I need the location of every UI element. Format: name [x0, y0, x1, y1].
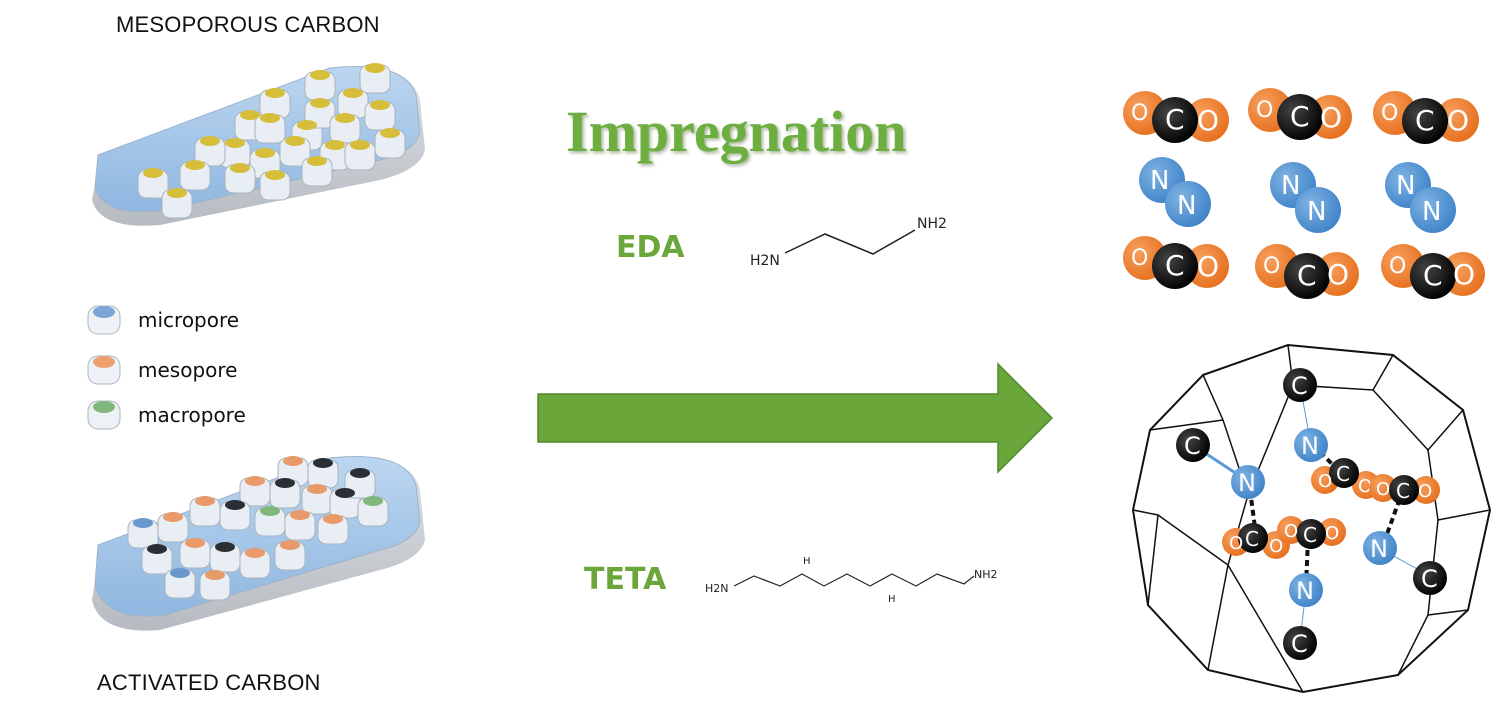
svg-text:O: O: [1197, 250, 1219, 283]
teta-nh-1: H: [803, 556, 811, 567]
svg-text:O: O: [1284, 521, 1298, 542]
svg-text:O: O: [1197, 104, 1219, 137]
macropore-icon: [87, 400, 121, 430]
svg-text:O: O: [1447, 104, 1469, 137]
svg-text:C: C: [1165, 249, 1185, 282]
eda-amine-left: H2N: [750, 253, 780, 269]
eda-structure: H2N NH2: [750, 216, 947, 269]
svg-text:N: N: [1307, 197, 1326, 227]
svg-text:C: C: [1297, 259, 1317, 292]
svg-text:C: C: [1396, 479, 1410, 503]
legend-item-mesopore: mesopore: [84, 352, 237, 388]
svg-text:C: C: [1415, 104, 1435, 137]
svg-text:O: O: [1131, 101, 1148, 126]
svg-text:O: O: [1256, 98, 1273, 123]
n2-molecule: NN: [1270, 162, 1341, 233]
mesopore-icon: [87, 355, 121, 385]
svg-text:O: O: [1418, 481, 1432, 502]
impregnation-title: Impregnation: [566, 99, 907, 164]
svg-text:O: O: [1320, 101, 1342, 134]
n2-molecule: NN: [1139, 157, 1211, 227]
svg-text:C: C: [1291, 630, 1308, 658]
svg-text:O: O: [1381, 101, 1398, 126]
surface-carbon-atoms: C C C C: [1176, 368, 1447, 660]
mesoporous-carbon-label: MESOPOROUS CARBON: [116, 12, 380, 37]
teta-structure: H2N H H NH2: [705, 556, 998, 605]
svg-text:O: O: [1131, 246, 1148, 271]
legend-label: micropore: [138, 308, 240, 332]
legend-label: mesopore: [138, 358, 238, 382]
svg-text:N: N: [1296, 577, 1314, 605]
n2-molecule: NN: [1385, 162, 1456, 233]
legend-item-macropore: macropore: [84, 397, 246, 433]
eda-label: EDA: [616, 230, 685, 265]
svg-text:C: C: [1290, 100, 1310, 133]
svg-text:C: C: [1336, 462, 1350, 486]
svg-text:C: C: [1303, 523, 1317, 547]
svg-text:O: O: [1318, 471, 1332, 492]
svg-text:N: N: [1370, 535, 1388, 563]
svg-text:O: O: [1453, 258, 1475, 291]
svg-text:C: C: [1423, 259, 1443, 292]
svg-text:N: N: [1177, 191, 1196, 221]
svg-text:C: C: [1165, 103, 1185, 136]
teta-amine-left: H2N: [705, 582, 729, 595]
svg-text:N: N: [1422, 197, 1441, 227]
svg-text:O: O: [1389, 254, 1406, 279]
mesoporous-carbon-slab: [92, 63, 425, 226]
activated-carbon-slab: [92, 456, 425, 631]
eda-amine-right: NH2: [917, 216, 947, 232]
teta-nh-2: H: [888, 594, 896, 605]
svg-text:O: O: [1325, 523, 1339, 544]
micropore-icon: [87, 305, 121, 335]
legend-label: macropore: [138, 403, 246, 427]
svg-text:C: C: [1421, 565, 1438, 593]
legend-item-micropore: micropore: [84, 302, 239, 338]
svg-text:C: C: [1245, 527, 1259, 551]
svg-text:O: O: [1263, 254, 1280, 279]
mesopore-cylinders: [137, 63, 406, 219]
svg-text:O: O: [1376, 479, 1390, 500]
svg-text:C: C: [1184, 432, 1201, 460]
teta-label: TETA: [584, 562, 667, 597]
svg-text:N: N: [1301, 432, 1319, 460]
amine-nitrogen-atoms: N N N N: [1231, 428, 1397, 607]
svg-text:O: O: [1229, 533, 1243, 554]
svg-text:N: N: [1396, 171, 1415, 201]
svg-text:N: N: [1281, 171, 1300, 201]
teta-amine-right: NH2: [974, 568, 998, 581]
svg-text:O: O: [1358, 476, 1372, 497]
process-arrow: [537, 362, 1054, 474]
svg-text:C: C: [1291, 372, 1308, 400]
svg-text:N: N: [1238, 469, 1256, 497]
activated-carbon-label: ACTIVATED CARBON: [97, 670, 321, 695]
svg-text:N: N: [1150, 166, 1169, 196]
svg-text:O: O: [1327, 258, 1349, 291]
svg-text:O: O: [1269, 536, 1283, 557]
